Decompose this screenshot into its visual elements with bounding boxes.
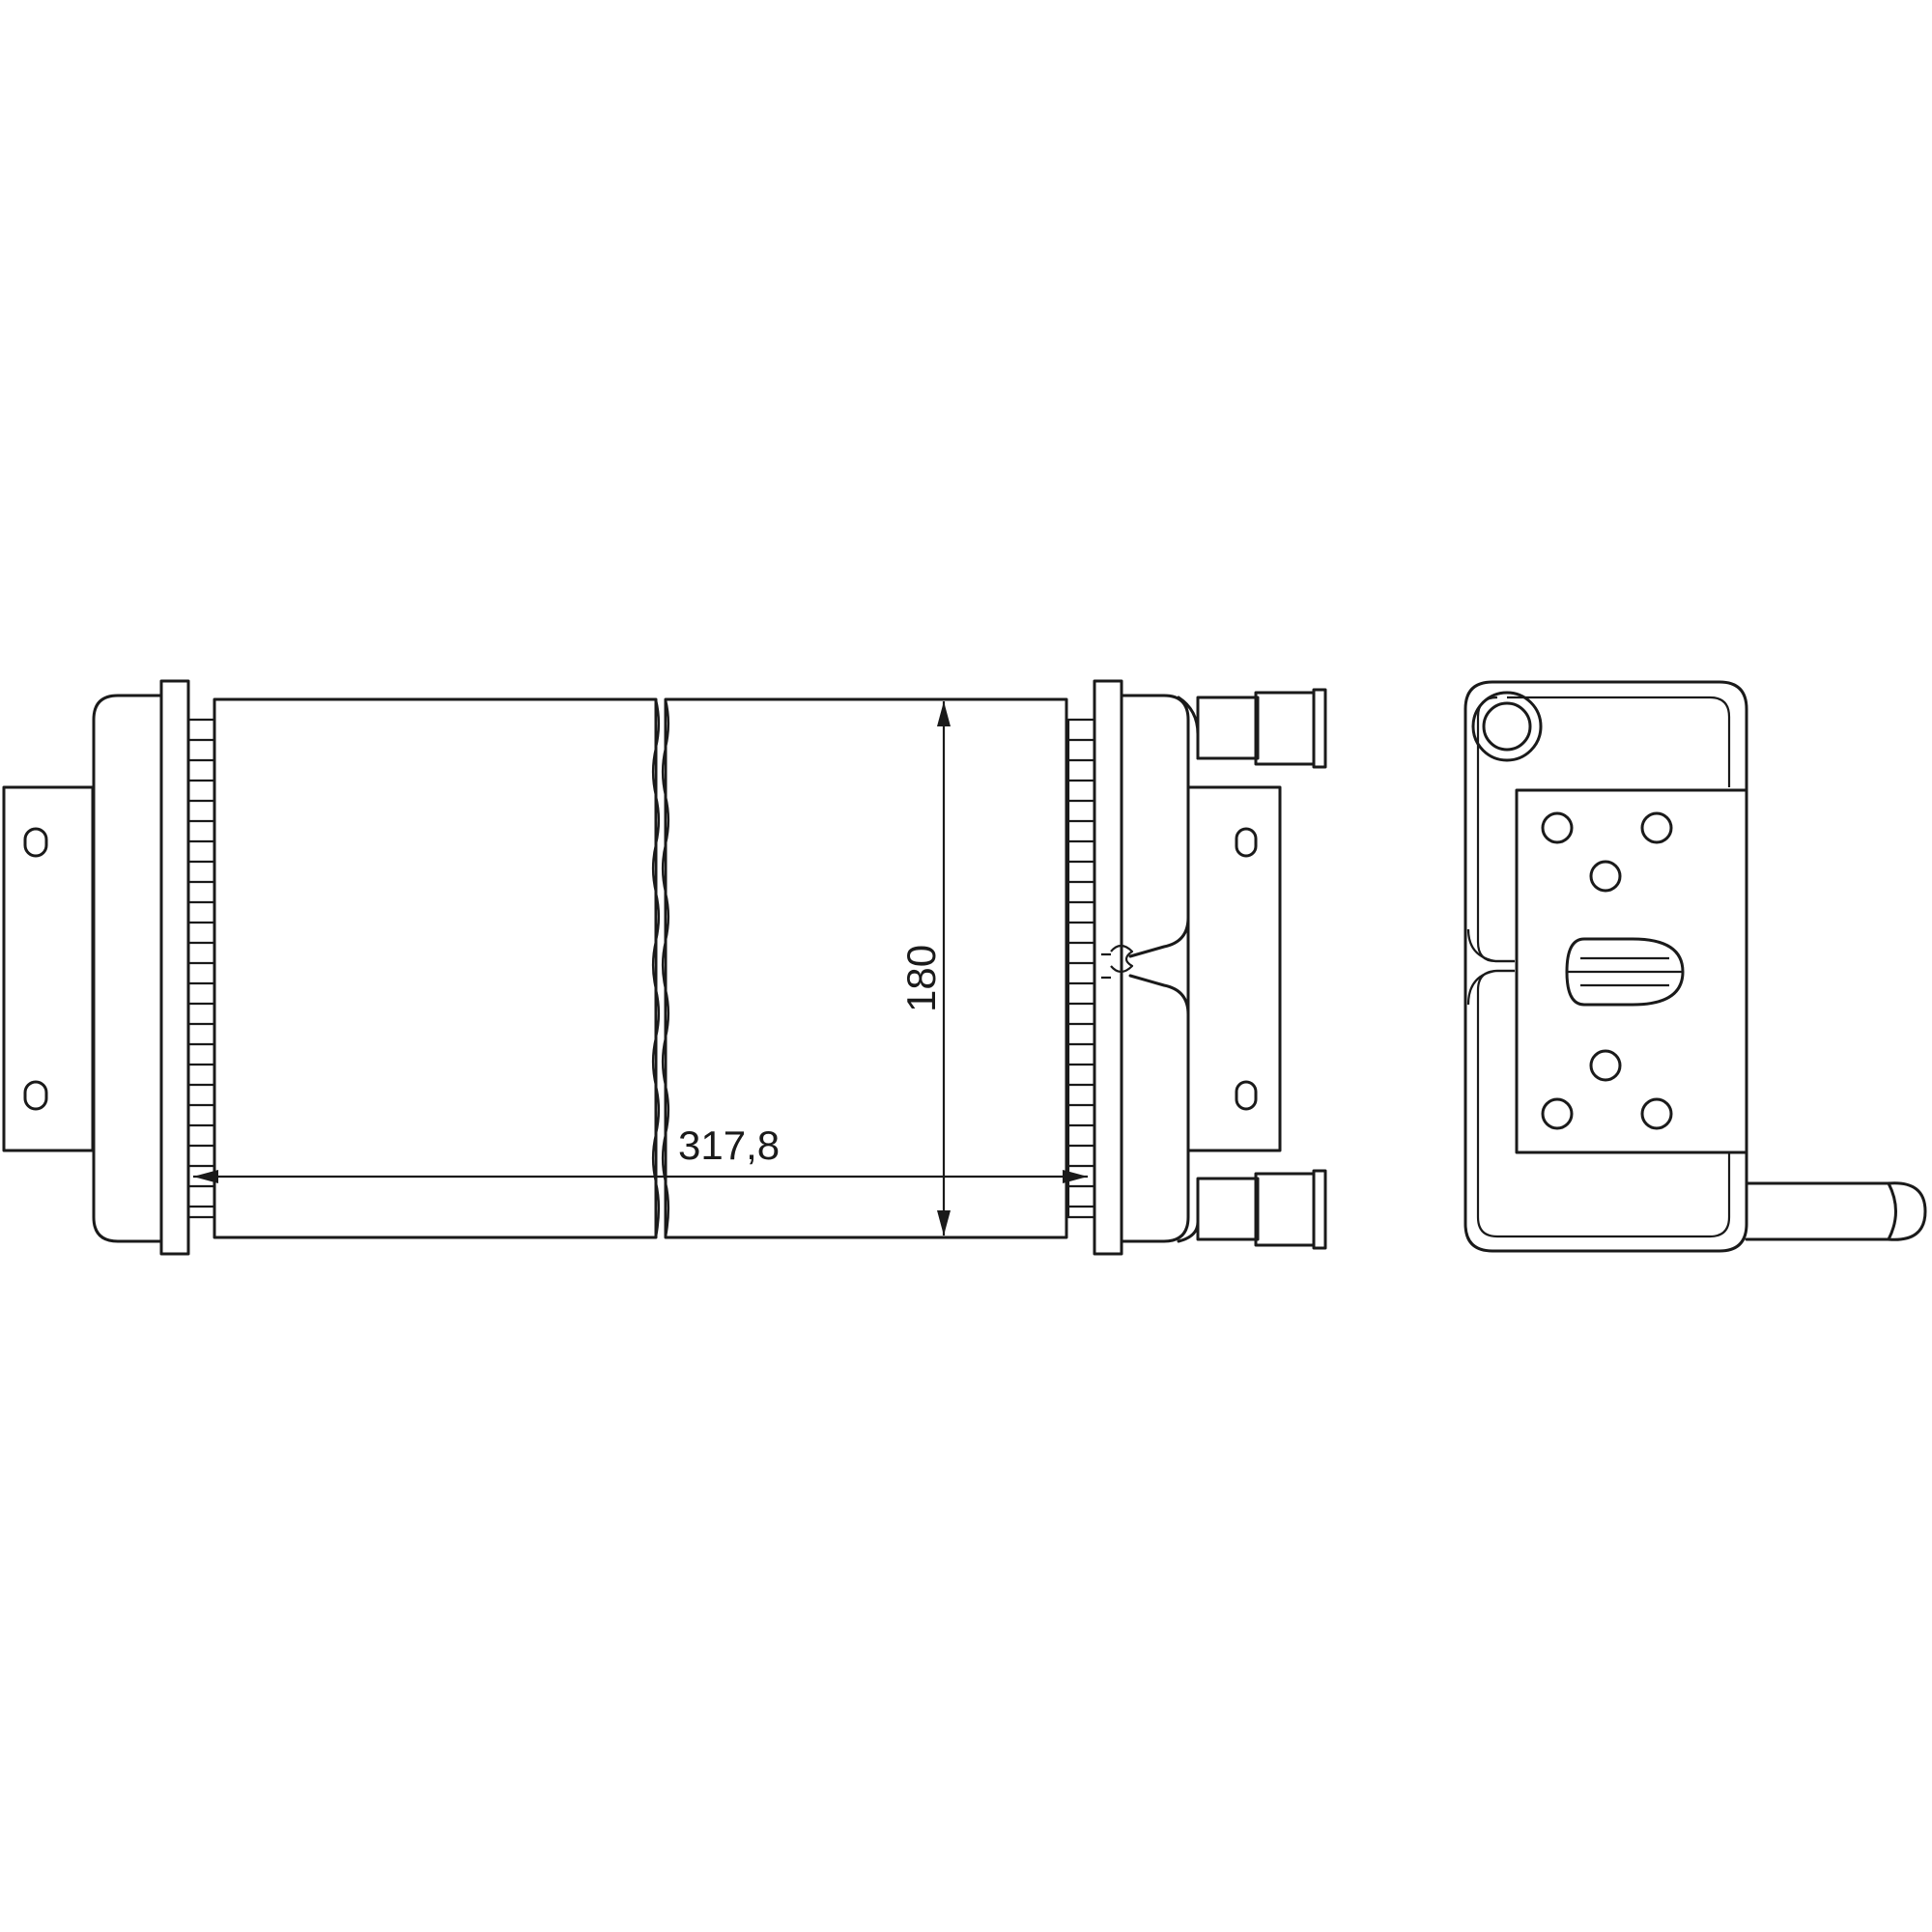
right-fin-stubs [1066,718,1096,1219]
core-left-section [213,697,658,1239]
mounting-plate-slot [1565,937,1685,1007]
side-view-outer-frame [1463,680,1748,1253]
height-dimension-label: 180 [898,945,944,1012]
width-dimension-label: 317,8 [678,1122,780,1168]
left-mounting-bracket [2,785,95,1152]
plate-hole [1640,811,1673,844]
height-dimension: 180 [898,701,951,1236]
width-dimension: 317,8 [193,1122,1088,1183]
right-header-plate [1093,679,1123,1256]
plate-hole [1589,1049,1622,1082]
lower-pipe-flare [1254,1172,1316,1247]
side-view-divider [1466,928,1515,1006]
right-mounting-bracket [1186,785,1282,1152]
left-header-plate [159,679,190,1256]
right-bracket-upper-hole [1235,827,1258,858]
left-bracket-lower-hole [23,1080,48,1111]
plate-hole [1589,860,1622,893]
right-end-tank [1120,694,1190,1243]
front-view: 317,8 180 [2,679,1327,1256]
plate-hole [1640,1097,1673,1130]
side-view-pipe-end-inner [1482,701,1532,752]
core-break-line-left [651,698,661,1238]
lower-outlet-pipe [1177,1169,1327,1250]
left-end-tank [92,694,163,1243]
tank-divider-clip [1101,944,1134,980]
plate-hole [1541,811,1574,844]
mounting-plate-holes [1541,811,1673,1130]
left-bracket-upper-hole [23,827,48,858]
side-view-pipe-end-outer [1471,691,1543,762]
upper-pipe-flare [1254,691,1316,766]
side-view-mounting-plate [1515,788,1748,1154]
side-view [1463,680,1927,1253]
side-view-outlet-pipe [1745,1181,1927,1241]
core-right-section [664,697,1068,1239]
core-break-line-right [661,698,670,1238]
right-bracket-lower-hole [1235,1080,1258,1111]
left-fin-stubs [186,718,216,1219]
plate-hole [1541,1097,1574,1130]
upper-inlet-pipe [1177,688,1327,769]
